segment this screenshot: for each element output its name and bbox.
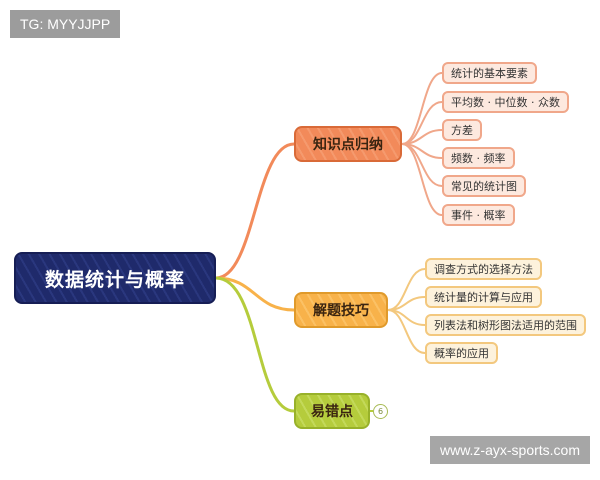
leaf-variance[interactable]: 方差	[442, 119, 482, 141]
watermark: www.z-ayx-sports.com	[429, 436, 590, 464]
leaf-frequency[interactable]: 频数 · 频率	[442, 147, 515, 169]
branch-knowledge-summary[interactable]: 知识点归纳	[294, 126, 402, 162]
branch-problem-techniques[interactable]: 解题技巧	[294, 292, 388, 328]
connector-techniques-leaf-4	[387, 309, 426, 354]
leaf-event-probability[interactable]: 事件 · 概率	[442, 204, 515, 226]
leaf-probability-application[interactable]: 概率的应用	[425, 342, 498, 364]
connector-knowledge-leaf-6	[401, 143, 443, 216]
root-node[interactable]: 数据统计与概率	[14, 252, 216, 304]
branch-common-mistakes[interactable]: 易错点	[294, 393, 370, 429]
connector-root-to-knowledge	[215, 142, 295, 280]
leaf-statistic-calculation[interactable]: 统计量的计算与应用	[425, 286, 542, 308]
header-tag: TG: MYYJJPP	[10, 10, 121, 38]
leaf-mean-median-mode[interactable]: 平均数 · 中位数 · 众数	[442, 91, 569, 113]
leaf-statistical-elements[interactable]: 统计的基本要素	[442, 62, 537, 84]
connector-root-to-techniques	[215, 276, 295, 312]
collapsed-count-badge[interactable]: 6	[373, 404, 388, 419]
connector-knowledge-leaf-1	[401, 72, 443, 145]
leaf-common-charts[interactable]: 常见的统计图	[442, 175, 526, 197]
leaf-table-tree-method[interactable]: 列表法和树形图法适用的范围	[425, 314, 586, 336]
connector-root-to-pitfalls	[215, 276, 295, 413]
leaf-survey-method-choice[interactable]: 调查方式的选择方法	[425, 258, 542, 280]
